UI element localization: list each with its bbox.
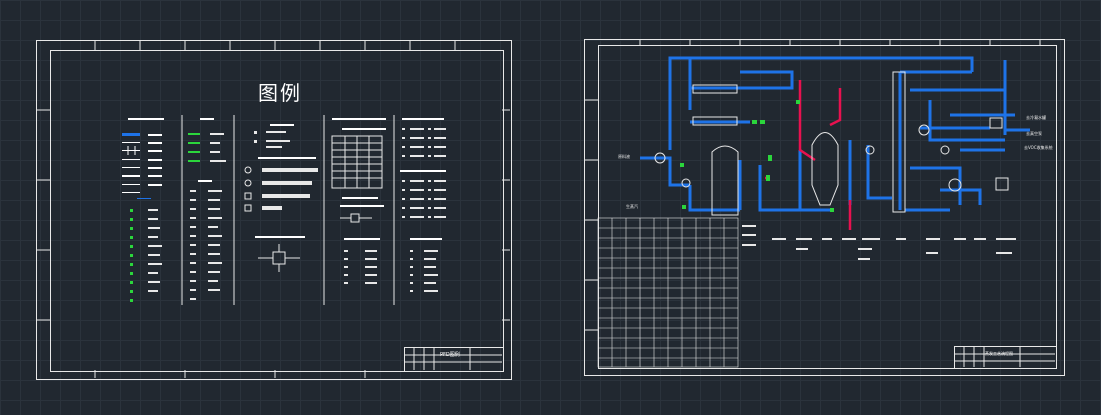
stream-label-vacuum: 去真空泵 [1026,131,1042,136]
right-title-block [954,346,1057,369]
legend-equipment [244,124,318,272]
stream-label-condensate: 去冷凝水罐 [1026,115,1046,120]
right-sheet-ruler-ticks [584,39,1041,331]
steam-pipes [765,80,852,230]
legend-abbreviations [400,118,446,292]
left-drawing-border [50,50,504,372]
legend-column-dividers [181,115,395,305]
inlet-label-steam: 生蒸汽 [626,204,638,209]
stream-label-voc: 去VOC收集系统 [1024,145,1053,150]
left-sheet-ruler-ticks [36,40,510,378]
heat-exchanger-2 [692,116,738,126]
left-title-block-grid [404,347,502,370]
legend-pipe-lines [122,118,164,302]
right-drawing-border [598,45,1057,369]
feed-tank [711,145,739,216]
left-drawing-sheet[interactable] [36,40,512,380]
heat-exchanger-1 [692,84,738,94]
left-title-block [404,347,504,372]
legend-title: 图例 [258,81,302,105]
inlet-label-feed: 原料液 [618,154,630,159]
equipment-outlines [654,71,1009,216]
legend-instruments [331,118,386,284]
column-tower [892,71,906,213]
right-title-block-grid [954,346,1055,367]
legend-valves [188,118,226,300]
condenser-2 [995,177,1009,191]
evaporator-body [811,132,839,206]
stream-data-table [597,217,739,368]
right-drawing-sheet[interactable] [584,39,1065,376]
equipment-tags [742,225,1016,260]
condenser-1 [989,117,1003,129]
process-pipes [640,56,1030,212]
feed-pump [654,152,666,164]
valve-symbols [680,100,834,212]
